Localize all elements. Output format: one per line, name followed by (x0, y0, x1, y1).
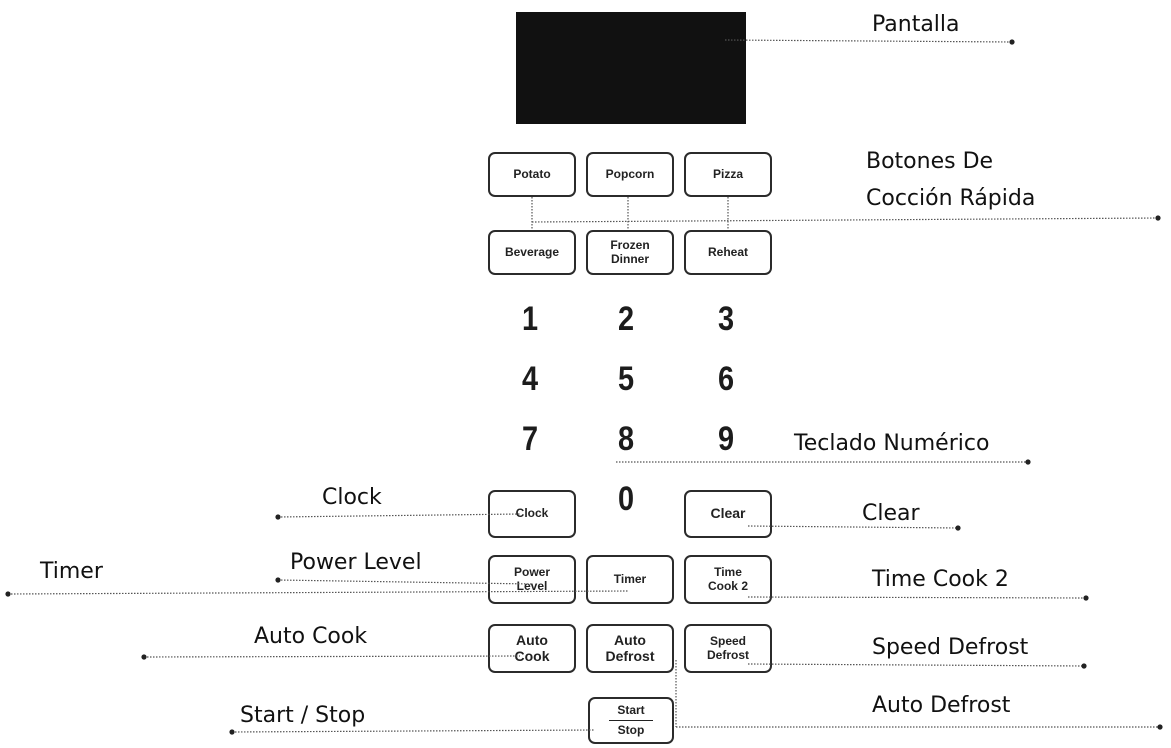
leader-dot-teclado (1025, 459, 1031, 465)
label-botones-line2: Cocción Rápida (866, 186, 1036, 211)
power-level-label-line2: Level (516, 578, 548, 593)
leader-dot-clock (275, 514, 281, 520)
timer-button[interactable]: Timer (586, 555, 674, 604)
leader-dot-clear (955, 525, 961, 531)
label-speed-defrost: Speed Defrost (872, 635, 1029, 660)
leader-time-cook-2 (747, 596, 1087, 599)
leader-dot-pantalla (1009, 39, 1015, 45)
label-time-cook-2: Time Cook 2 (872, 567, 1009, 592)
leader-clock (277, 513, 521, 518)
clock-button[interactable]: Clock (488, 490, 576, 538)
number-key-4[interactable]: 4 (521, 360, 539, 398)
number-key-8[interactable]: 8 (617, 420, 635, 458)
potato-button[interactable]: Potato (488, 152, 576, 197)
timer-button-label: Timer (613, 571, 647, 586)
display-screen (516, 12, 746, 124)
label-botones-line1: Botones De (866, 149, 994, 174)
label-power-level: Power Level (290, 550, 422, 575)
popcorn-button[interactable]: Popcorn (586, 152, 674, 197)
label-timer: Timer (40, 559, 103, 584)
frozen-dinner-label-line1: Frozen (610, 238, 650, 253)
popcorn-button-label: Popcorn (605, 166, 655, 181)
potato-button-label: Potato (513, 166, 551, 181)
label-start-stop: Start / Stop (240, 703, 366, 728)
pizza-button-label: Pizza (712, 166, 743, 181)
leader-clear (747, 525, 959, 529)
leader-pantalla (724, 39, 1013, 43)
label-pantalla: Pantalla (872, 12, 960, 37)
label-auto-cook: Auto Cook (254, 624, 368, 649)
auto-cook-label-line1: Auto (516, 631, 548, 648)
leader-dot-botones (1155, 215, 1161, 221)
label-auto-defrost: Auto Defrost (872, 693, 1011, 718)
beverage-button-label: Beverage (504, 244, 560, 259)
label-clear: Clear (862, 501, 920, 526)
time-cook-2-label-line2: Cook 2 (707, 578, 748, 593)
time-cook-2-button[interactable]: Time Cook 2 (684, 555, 772, 604)
pizza-button[interactable]: Pizza (684, 152, 772, 197)
beverage-button[interactable]: Beverage (488, 230, 576, 275)
leader-auto-cook (143, 655, 521, 658)
leader-timer (7, 590, 629, 595)
clear-button-label: Clear (710, 505, 746, 522)
leader-botones-rapida (531, 217, 1159, 223)
number-key-6[interactable]: 6 (717, 360, 735, 398)
frozen-dinner-button[interactable]: Frozen Dinner (586, 230, 674, 275)
frozen-dinner-label-line2: Dinner (610, 251, 649, 266)
leader-speed-defrost (747, 663, 1085, 667)
power-level-button[interactable]: Power Level (488, 555, 576, 604)
auto-cook-button[interactable]: Auto Cook (488, 624, 576, 673)
leader-power-level (277, 579, 533, 585)
speed-defrost-label-line2: Defrost (706, 647, 749, 662)
number-key-5[interactable]: 5 (617, 360, 635, 398)
start-stop-button[interactable]: Start Stop (588, 697, 674, 744)
start-stop-label-start: Start (617, 703, 645, 718)
leader-start-stop (231, 729, 595, 733)
speed-defrost-label-line1: Speed (709, 634, 746, 649)
speed-defrost-button[interactable]: Speed Defrost (684, 624, 772, 673)
auto-defrost-label-line1: Auto (614, 631, 646, 648)
auto-defrost-label-line2: Defrost (605, 647, 655, 664)
leader-dot-timer (5, 591, 11, 597)
number-key-2[interactable]: 2 (617, 300, 635, 338)
leader-dot-time-cook-2 (1083, 595, 1089, 601)
leader-dot-power-level (275, 577, 281, 583)
auto-defrost-button[interactable]: Auto Defrost (586, 624, 674, 673)
number-key-9[interactable]: 9 (717, 420, 735, 458)
time-cook-2-label-line1: Time (714, 565, 742, 580)
leader-dot-auto-defrost (1157, 724, 1163, 730)
leader-dot-auto-cook (141, 654, 147, 660)
number-key-0[interactable]: 0 (617, 480, 635, 518)
clock-button-label: Clock (515, 506, 549, 521)
label-teclado-numerico: Teclado Numérico (794, 431, 990, 456)
start-stop-label-stop: Stop (617, 722, 645, 737)
start-stop-divider (609, 719, 653, 721)
reheat-button-label: Reheat (707, 244, 748, 259)
clear-button[interactable]: Clear (684, 490, 772, 538)
power-level-label-line1: Power (513, 565, 550, 580)
label-clock: Clock (322, 485, 382, 510)
auto-cook-label-line2: Cook (514, 647, 550, 664)
leader-dot-start-stop (229, 729, 235, 735)
number-key-3[interactable]: 3 (717, 300, 735, 338)
leader-dot-speed-defrost (1081, 663, 1087, 669)
reheat-button[interactable]: Reheat (684, 230, 772, 275)
number-key-7[interactable]: 7 (521, 420, 539, 458)
number-key-1[interactable]: 1 (521, 300, 539, 338)
